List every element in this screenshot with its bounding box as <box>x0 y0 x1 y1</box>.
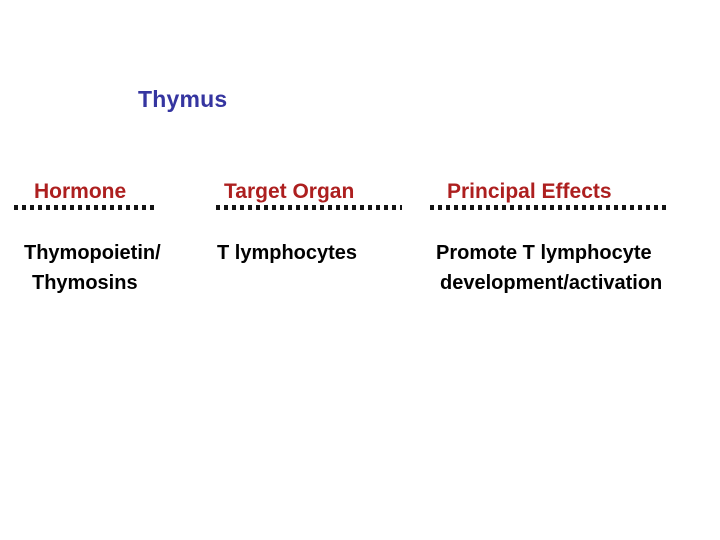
page-title: Thymus <box>138 86 228 112</box>
divider-target-organ <box>216 205 402 210</box>
target-organ-line-1: T lymphocytes <box>217 242 358 264</box>
principal-effects-line-1: Promote T lymphocyte <box>436 242 652 264</box>
divider-hormone <box>14 205 157 210</box>
hormone-line-2: Thymosins <box>32 272 138 294</box>
column-header-principal-effects: Principal Effects <box>447 180 612 203</box>
table-cell-hormone: Thymopoietin/ Thymosins <box>24 238 161 298</box>
table-cell-target-organ: T lymphocytes <box>217 238 357 268</box>
hormone-line-1: Thymopoietin/ <box>24 242 161 264</box>
column-header-target-organ: Target Organ <box>224 180 355 203</box>
table-cell-principal-effects: Promote T lymphocyte development/activat… <box>436 238 662 298</box>
principal-effects-line-2: development/activation <box>440 272 663 294</box>
column-header-hormone: Hormone <box>34 180 127 203</box>
divider-principal-effects <box>430 205 670 210</box>
